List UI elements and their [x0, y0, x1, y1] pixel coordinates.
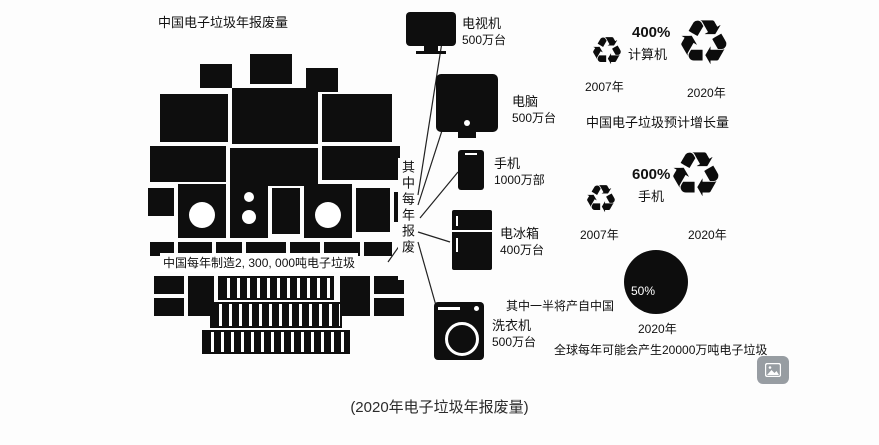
device-qty: 1000万部	[494, 172, 545, 187]
keyboard-illustration	[218, 276, 334, 300]
list-item: 洗衣机 500万台	[492, 318, 536, 350]
device-name: 电冰箱	[500, 226, 540, 241]
picture-icon	[765, 363, 781, 377]
mobile-phone-icon	[458, 150, 486, 192]
image-watermark-icon[interactable]	[757, 356, 789, 384]
device-qty: 500万台	[462, 32, 507, 47]
figure-caption: (2020年电子垃圾年报废量)	[350, 399, 529, 416]
device-name: 手机	[494, 156, 521, 171]
keyboard-illustration	[210, 302, 342, 328]
growth2-item: 手机	[638, 189, 665, 204]
recycle-icon: ♻	[668, 138, 724, 211]
ewaste-pile-illustration	[148, 52, 414, 354]
pie-share-value: 50%	[631, 284, 656, 298]
washing-machine-icon	[434, 302, 486, 362]
list-item: 电视机 500万台	[462, 16, 506, 48]
recycle-icon: ♻	[584, 177, 619, 221]
pile-title: 中国电子垃圾年报废量	[158, 15, 289, 30]
growth1-from-year: 2007年	[585, 80, 624, 94]
recycle-icon: ♻	[676, 6, 732, 79]
recycle-icon: ♻	[590, 29, 625, 73]
pie-share-label: 其中一半将产自中国	[506, 299, 615, 313]
list-item: 电冰箱 400万台	[500, 226, 544, 258]
global-note: 全球每年可能会产生20000万吨电子垃圾	[554, 343, 768, 357]
device-qty: 500万台	[492, 334, 537, 349]
list-item: 电脑 500万台	[512, 94, 556, 126]
growth-title: 中国电子垃圾预计增长量	[586, 115, 730, 130]
pile-note: 中国每年制造2, 300, 000吨电子垃圾	[160, 253, 359, 272]
device-name: 洗衣机	[492, 318, 532, 333]
desktop-computer-icon	[436, 74, 500, 142]
device-name: 电视机	[462, 16, 502, 31]
list-item: 手机 1000万部	[494, 156, 545, 188]
growth2-from-year: 2007年	[580, 228, 619, 242]
scrapped-label: 其中每年报废	[398, 158, 417, 280]
growth1-percent: 400%	[632, 24, 671, 41]
growth2-to-year: 2020年	[688, 228, 727, 242]
growth1-item: 计算机	[628, 47, 668, 62]
keyboard-illustration	[202, 330, 350, 354]
device-name: 电脑	[512, 94, 539, 109]
growth1-to-year: 2020年	[687, 86, 726, 100]
growth2-percent: 600%	[632, 166, 671, 183]
pie-year: 2020年	[638, 322, 677, 336]
china-share-pie	[624, 250, 688, 314]
device-qty: 400万台	[500, 242, 545, 257]
tv-icon	[406, 12, 458, 62]
refrigerator-icon	[452, 210, 494, 272]
device-qty: 500万台	[512, 110, 557, 125]
